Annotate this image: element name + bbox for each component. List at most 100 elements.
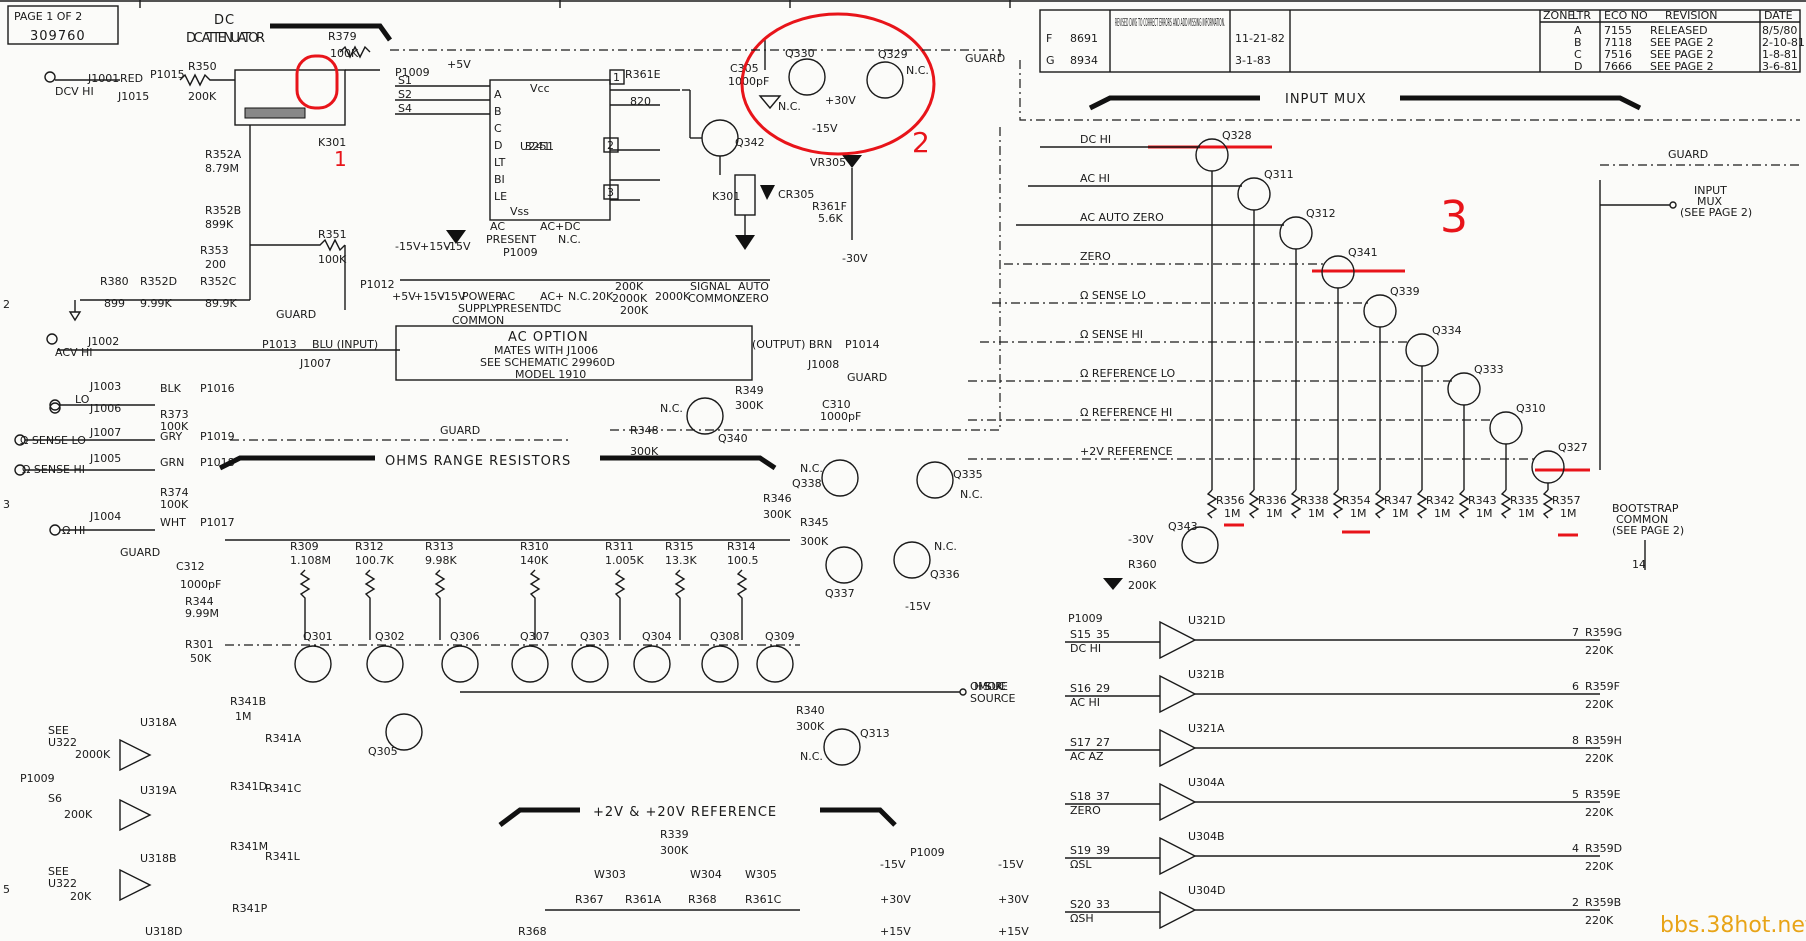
svg-text:N.C.: N.C. [778,100,801,113]
svg-text:3: 3 [607,186,614,199]
svg-text:RED: RED [120,72,143,85]
svg-text:300K: 300K [630,445,659,458]
opamp-res-2: R359H [1585,734,1622,747]
svg-text:+5V: +5V [447,58,471,71]
mux-fet-1 [1237,177,1271,211]
svg-text:Q329: Q329 [878,48,908,61]
guard-label-6: GUARD [120,546,160,559]
ohm-res-value-6: 100.5 [727,554,759,567]
svg-text:50K: 50K [190,652,212,665]
svg-text:2: 2 [607,139,614,152]
mux-fet-label-3: Q341 [1348,246,1378,259]
rev-ltr-3: D [1574,60,1582,73]
ohm-res-value-3: 140K [520,554,549,567]
u322-pin-a: A [494,88,502,101]
rev-date-3: 3-6-81 [1762,60,1798,73]
svg-text:2000K: 2000K [655,290,691,303]
ohm-fet-2 [441,645,479,683]
svg-text:N.C.: N.C. [568,290,591,303]
svg-text:200K: 200K [1128,579,1157,592]
svg-text:89.9K: 89.9K [205,297,237,310]
fet-switch-q330-q329: C305 1000pF Q330 Q329 N.C. +30V N.C. [728,40,929,113]
guard-label-1: GUARD [276,308,316,321]
svg-text:R360: R360 [1128,558,1157,571]
ohm-fet-1 [366,645,404,683]
ac-option-see: SEE SCHEMATIC 29960D [480,356,615,369]
svg-text:-15V: -15V [880,858,906,871]
svg-text:R353: R353 [200,244,229,257]
ohm-res-name-1: R312 [355,540,384,553]
rev-desc-0: RELEASED [1650,24,1708,37]
svg-text:W303: W303 [594,868,626,881]
u322-pin-c: C [494,122,502,135]
opamp-label-1: U321B [1188,668,1225,681]
svg-text:U318B: U318B [140,852,177,865]
svg-text:R374: R374 [160,486,189,499]
ohm-res-value-5: 13.3K [665,554,697,567]
svg-text:9.99K: 9.99K [140,297,172,310]
rev-desc-3: SEE PAGE 2 [1650,60,1714,73]
page-label: PAGE 1 OF 2 309760 [7,5,119,45]
svg-text:-15V: -15V [812,122,838,135]
svg-text:P1009: P1009 [395,66,430,79]
mux-res-zig-6 [1458,489,1470,519]
svg-text:S6: S6 [48,792,62,805]
svg-text:300K: 300K [800,535,829,548]
svg-text:+15V: +15V [998,925,1029,938]
u322-pin-b: B [494,105,502,118]
drawing-number: 309760 [30,29,86,44]
svg-text:899: 899 [104,297,125,310]
svg-text:J1015: J1015 [117,90,149,103]
svg-text:R344: R344 [185,595,214,608]
svg-text:AUTO: AUTO [738,280,769,293]
vss-label: Vss [510,205,529,218]
svg-text:P1016: P1016 [200,382,235,395]
mux-res-name-0: R356 [1216,494,1245,507]
svg-text:+30V: +30V [880,893,911,906]
rev-ecn-3: 7666 [1604,60,1632,73]
ohm-res-zig-6 [736,569,748,640]
bootstrap-line-2: COMMON [1616,513,1668,526]
opamp-pin-4: 39 [1096,844,1110,857]
opamp-pin-3: 37 [1096,790,1110,803]
opamp-res-val-5: 220K [1585,914,1614,927]
svg-text:PRESENT: PRESENT [496,302,546,315]
relay-driver: Q342 K301 CR305 -15V VR305 R361F 5.6K -3… [682,89,868,265]
svg-text:1000pF: 1000pF [180,578,221,591]
mux-fet-8 [1531,450,1565,484]
opamp-res-3: R359E [1585,788,1621,801]
svg-text:J1007: J1007 [299,357,331,370]
svg-text:R352B: R352B [205,204,241,217]
svg-text:R341C: R341C [265,782,302,795]
svg-text:R379: R379 [328,30,357,43]
svg-text:S2: S2 [398,88,412,101]
svg-text:N.C.: N.C. [934,540,957,553]
svg-text:R340: R340 [796,704,825,717]
opamp-label-0: U321D [1188,614,1226,627]
opamp-pin-5: 33 [1096,898,1110,911]
svg-text:CR305: CR305 [778,188,814,201]
svg-text:Q336: Q336 [930,568,960,581]
svg-text:3: 3 [3,498,10,511]
mux-out-line-3: (SEE PAGE 2) [1680,206,1752,219]
svg-text:U318A: U318A [140,716,177,729]
svg-text:8.79M: 8.79M [205,162,239,175]
svg-text:R368: R368 [518,925,547,938]
svg-text:-30V: -30V [842,252,868,265]
svg-text:N.C.: N.C. [906,64,929,77]
ohms-source-label: OHMS SOURCE [970,680,1008,693]
mux-res-name-2: R338 [1300,494,1329,507]
vcc-label: Vcc [530,82,550,95]
svg-text:J1001: J1001 [87,72,119,85]
mux-res-name-5: R342 [1426,494,1455,507]
mux-fet-6 [1447,372,1481,406]
rev-ecn-1: 7118 [1604,36,1632,49]
svg-text:200K: 200K [64,808,93,821]
svg-text:820: 820 [630,95,651,108]
opamp-2 [1159,728,1197,768]
svg-text:899K: 899K [205,218,234,231]
opamp-label-4: U304B [1188,830,1225,843]
